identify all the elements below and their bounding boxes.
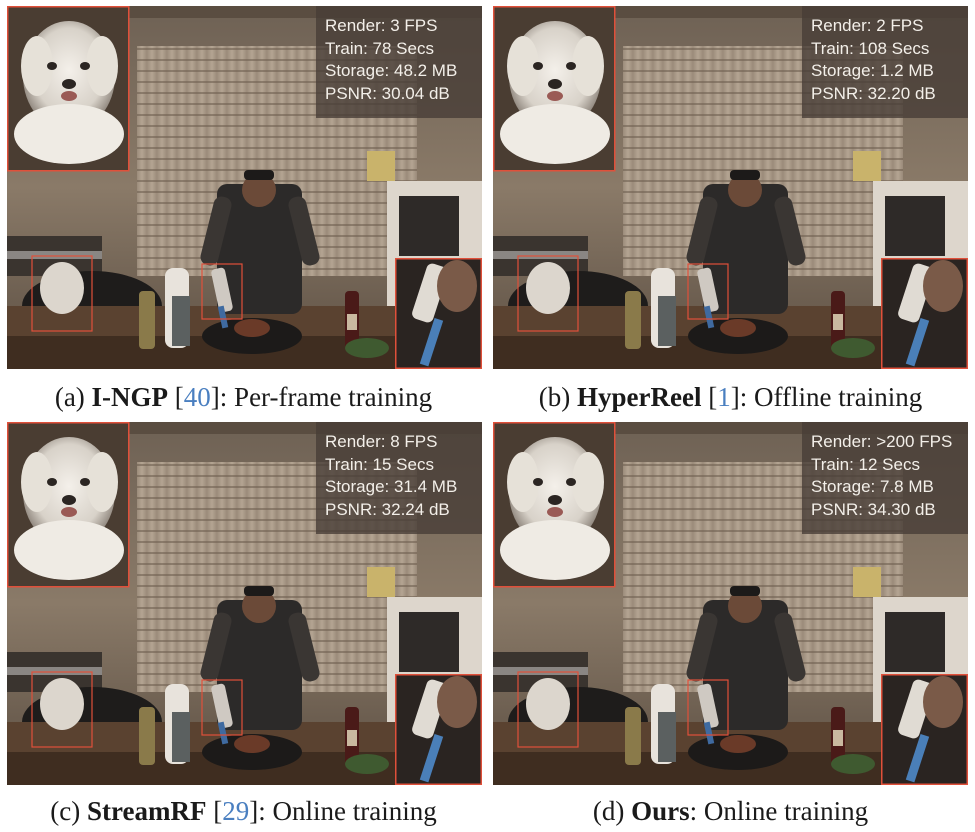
- train-stat: Train: 15 Secs: [325, 454, 434, 474]
- stats-overlay-b: Render: 2 FPS Train: 108 Secs Storage: 1…: [802, 6, 968, 118]
- train-stat: Train: 78 Secs: [325, 38, 434, 58]
- training-mode: Online training: [272, 796, 437, 826]
- storage-stat: Storage: 1.2 MB: [811, 61, 934, 80]
- storage-stat: Storage: 7.8 MB: [811, 477, 934, 496]
- method-name: HyperReel: [577, 382, 702, 412]
- psnr-stat: PSNR: 34.30 dB: [811, 499, 936, 519]
- panel-b-image: Render: 2 FPS Train: 108 Secs Storage: 1…: [493, 6, 968, 369]
- psnr-stat: PSNR: 32.20 dB: [811, 83, 936, 103]
- caption-letter: (c): [50, 796, 81, 826]
- training-mode: Online training: [703, 796, 869, 826]
- method-name: I-NGP: [91, 382, 169, 412]
- stats-overlay-c: Render: 8 FPS Train: 15 Secs Storage: 31…: [316, 422, 482, 534]
- caption-letter: (a): [54, 382, 85, 412]
- render-stat: Render: >200 FPS: [811, 432, 953, 451]
- train-stat: Train: 12 Secs: [811, 454, 920, 474]
- caption-b: (b) HyperReel [1]: Offline training: [538, 382, 923, 412]
- caption-letter: (b): [538, 382, 571, 412]
- panel-d-image: Render: >200 FPS Train: 12 Secs Storage:…: [493, 422, 968, 785]
- caption-d: (d) Ours: Online training: [592, 796, 869, 826]
- caption-letter: (d): [592, 796, 625, 826]
- stats-overlay-a: Render: 3 FPS Train: 78 Secs Storage: 48…: [316, 6, 482, 118]
- render-stat: Render: 8 FPS: [325, 432, 438, 451]
- stats-overlay-d: Render: >200 FPS Train: 12 Secs Storage:…: [802, 422, 968, 534]
- psnr-stat: PSNR: 30.04 dB: [325, 83, 450, 103]
- caption-a: (a) I-NGP [40]: Per-frame training: [54, 382, 433, 412]
- training-mode: Offline training: [753, 382, 923, 412]
- method-name: Ours: [631, 796, 690, 826]
- render-stat: Render: 2 FPS: [811, 16, 924, 35]
- storage-stat: Storage: 31.4 MB: [325, 477, 458, 496]
- render-stat: Render: 3 FPS: [325, 16, 438, 35]
- panel-a-image: Render: 3 FPS Train: 78 Secs Storage: 48…: [7, 6, 482, 369]
- citation-link[interactable]: 29: [222, 796, 250, 826]
- train-stat: Train: 108 Secs: [811, 38, 930, 58]
- method-name: StreamRF: [87, 796, 207, 826]
- citation-link[interactable]: 1: [717, 382, 731, 412]
- citation-link[interactable]: 40: [183, 382, 211, 412]
- panel-c-image: Render: 8 FPS Train: 15 Secs Storage: 31…: [7, 422, 482, 785]
- caption-c: (c) StreamRF [29]: Online training: [50, 796, 437, 826]
- psnr-stat: PSNR: 32.24 dB: [325, 499, 450, 519]
- storage-stat: Storage: 48.2 MB: [325, 61, 458, 80]
- training-mode: Per-frame training: [234, 382, 433, 412]
